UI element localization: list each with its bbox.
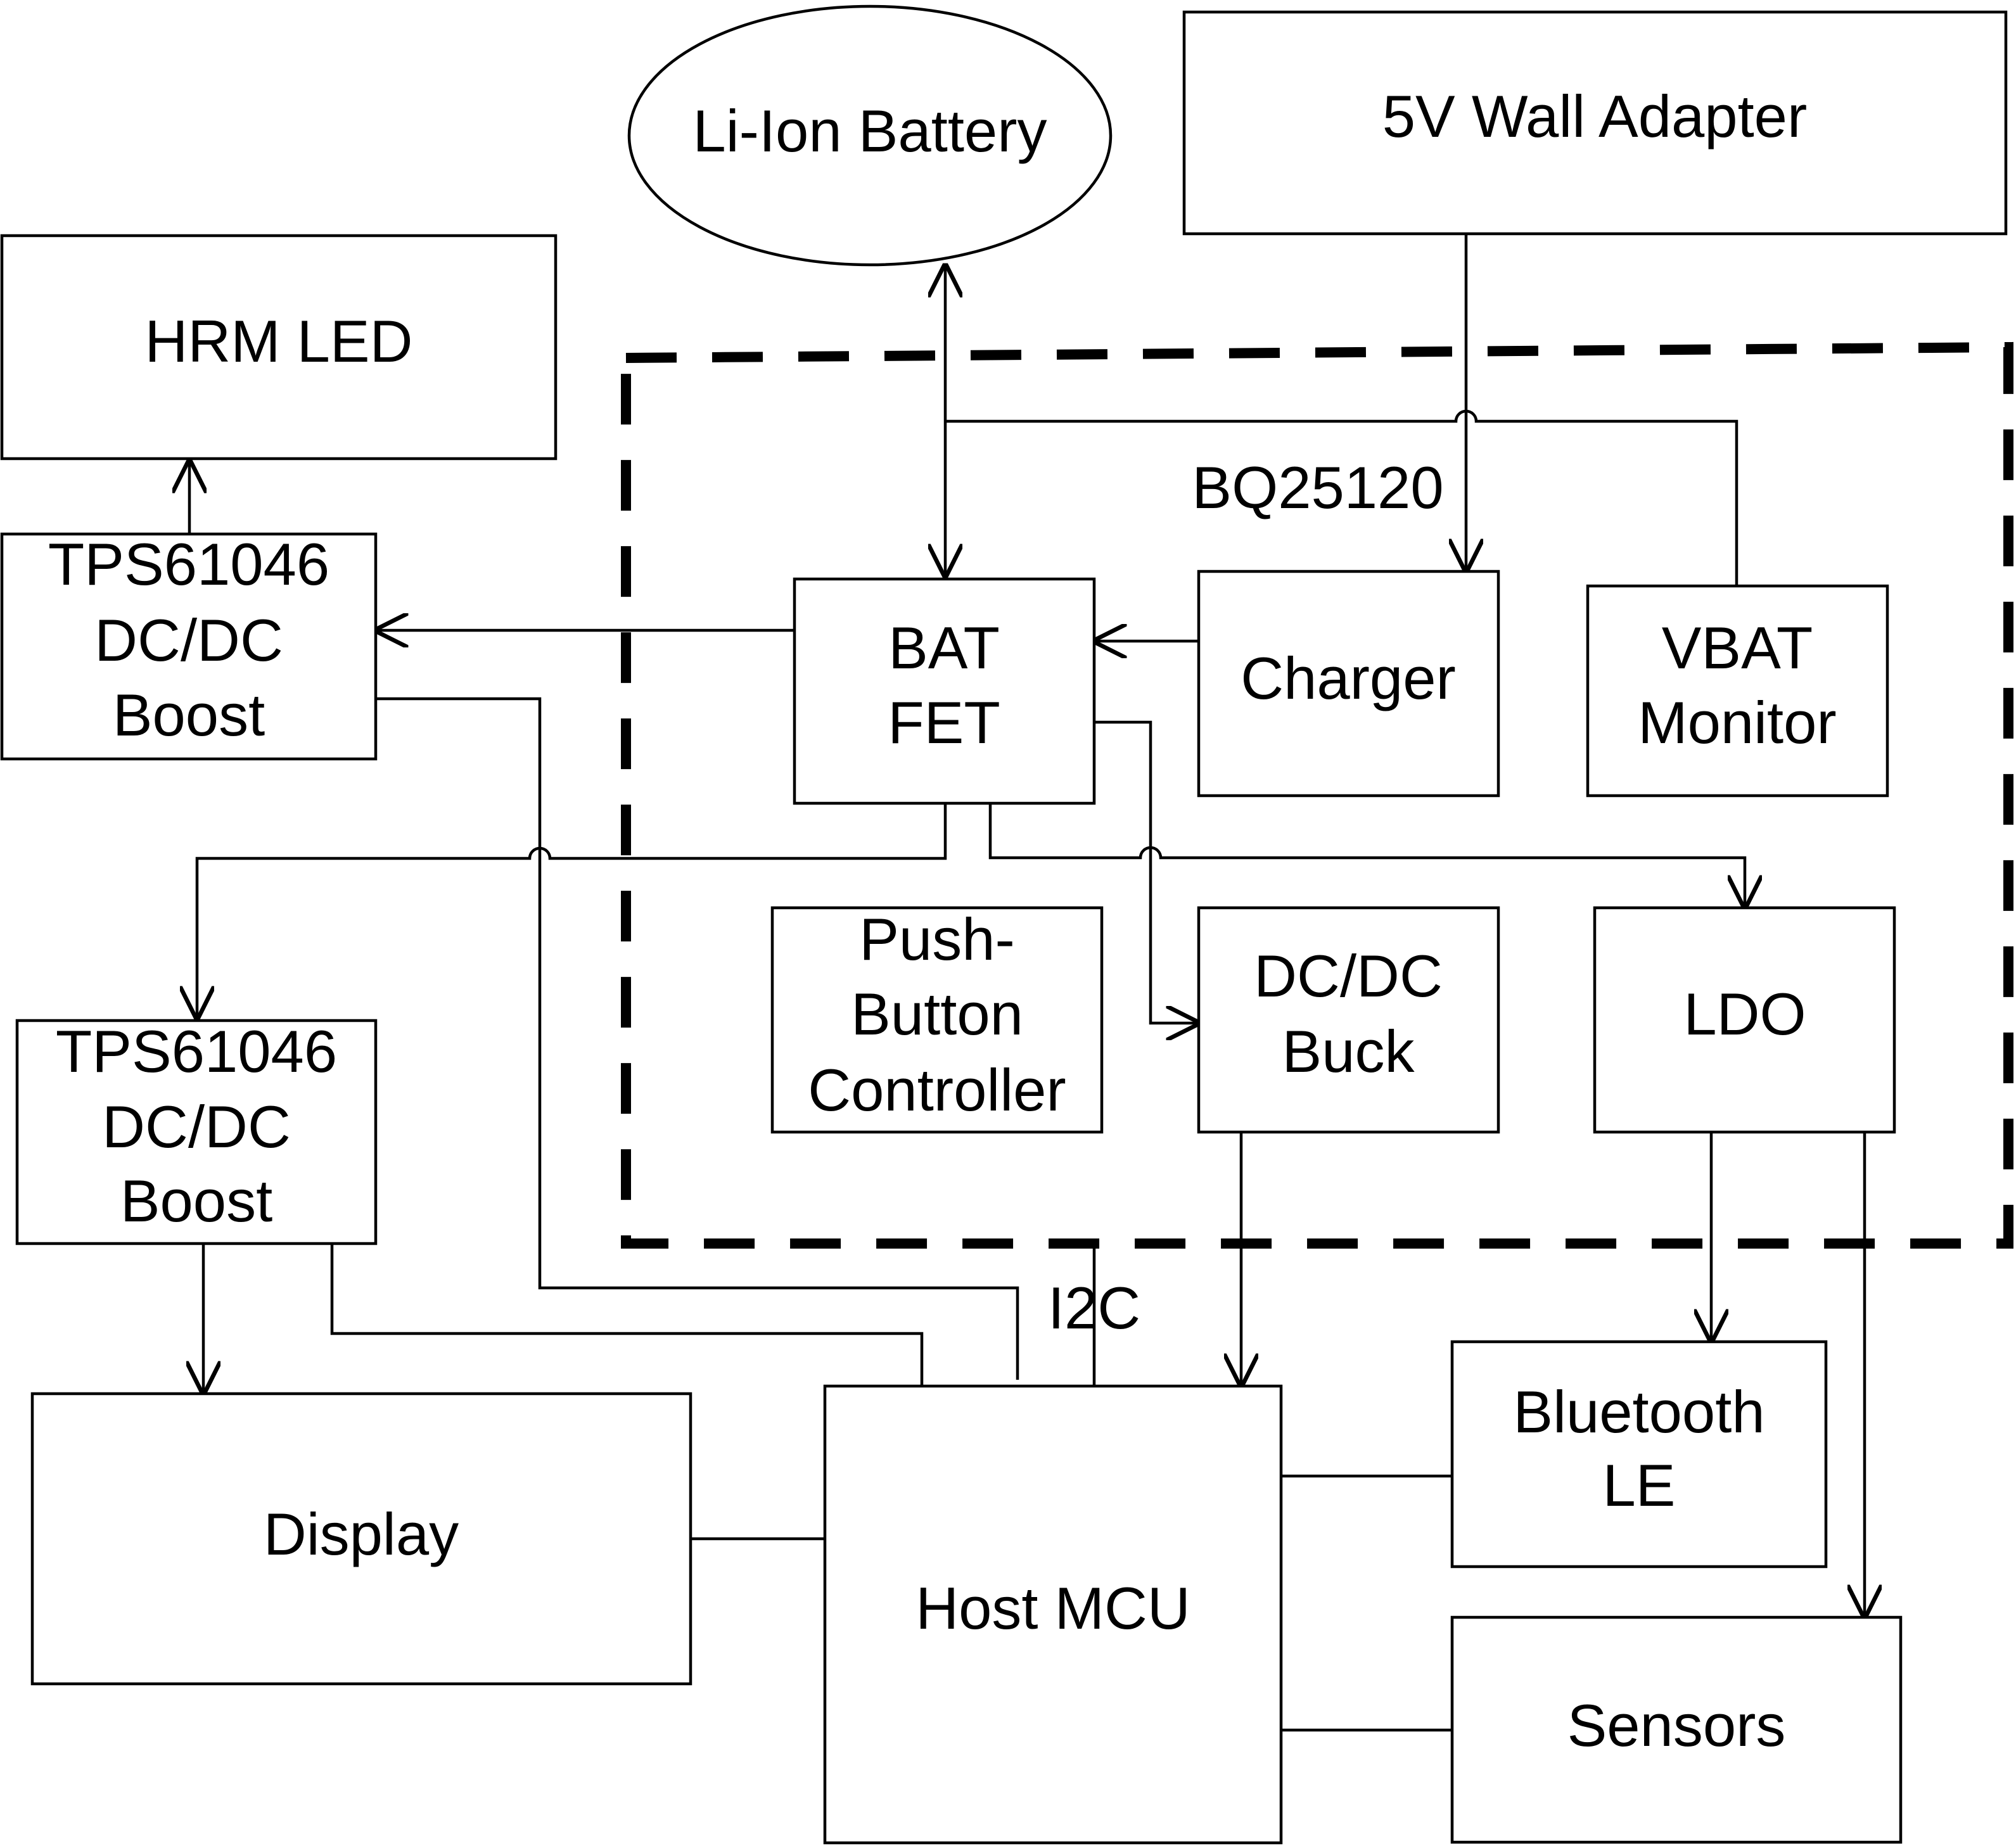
host-mcu-label: Host MCU	[915, 1575, 1190, 1641]
boost-top-block: TPS61046 DC/DC Boost	[0, 531, 378, 761]
sensors-block: Sensors	[1450, 1615, 1903, 1844]
i2c-label: I2C	[1048, 1275, 1140, 1341]
charger-block: Charger	[1197, 570, 1500, 798]
host-mcu-block: Host MCU	[823, 1384, 1283, 1845]
boost-bottom-label-1: TPS61046	[56, 1018, 337, 1085]
bat-fet-label-2: FET	[888, 689, 1000, 756]
boost-top-label-1: TPS61046	[48, 531, 329, 597]
hrm-led-block: HRM LED	[0, 234, 558, 461]
display-label: Display	[264, 1501, 459, 1567]
ldo-label: LDO	[1683, 981, 1806, 1047]
bq25120-label: BQ25120	[1192, 454, 1443, 521]
bluetooth-label-2: LE	[1603, 1452, 1676, 1518]
wire-boost-bottom-mcu	[330, 1244, 924, 1386]
dcdc-buck-label-2: Buck	[1282, 1018, 1415, 1085]
push-button-block: Push- Button Controller	[770, 906, 1104, 1134]
boost-bottom-label-3: Boost	[120, 1168, 272, 1234]
dcdc-buck-label-1: DC/DC	[1254, 943, 1443, 1009]
push-button-label-3: Controller	[808, 1057, 1066, 1123]
bq25120-boundary	[621, 341, 2013, 1249]
wire-batfet-ldo	[988, 803, 1745, 908]
boost-top-label-2: DC/DC	[94, 607, 283, 673]
charger-label: Charger	[1241, 645, 1456, 711]
hrm-led-label: HRM LED	[144, 308, 412, 374]
push-button-label-1: Push-	[859, 906, 1015, 972]
boost-bottom-label-2: DC/DC	[102, 1093, 291, 1160]
li-ion-battery-label: Li-Ion Battery	[692, 98, 1047, 164]
push-button-label-2: Button	[851, 981, 1023, 1047]
wall-adapter-block: 5V Wall Adapter	[1182, 10, 2008, 236]
wire-batfet-buck	[1094, 720, 1199, 1023]
display-block: Display	[30, 1392, 692, 1686]
boost-bottom-block: TPS61046 DC/DC Boost	[15, 1018, 378, 1245]
sensors-label: Sensors	[1567, 1692, 1786, 1759]
vbat-monitor-label-1: VBAT	[1662, 614, 1813, 681]
ldo-block: LDO	[1593, 906, 1896, 1134]
bluetooth-le-block: Bluetooth LE	[1450, 1340, 1828, 1569]
vbat-monitor-label-2: Monitor	[1638, 689, 1836, 756]
bat-fet-label-1: BAT	[888, 614, 1000, 681]
boost-top-label-3: Boost	[113, 682, 265, 748]
wall-adapter-label: 5V Wall Adapter	[1382, 83, 1808, 150]
bat-fet-block: BAT FET	[793, 577, 1096, 805]
wire-batfet-boost-bottom	[197, 803, 947, 1019]
dcdc-buck-block: DC/DC Buck	[1197, 906, 1500, 1134]
wire-boost-top-mcu	[376, 697, 1019, 1380]
vbat-monitor-block: VBAT Monitor	[1586, 584, 1889, 798]
bluetooth-label-1: Bluetooth	[1513, 1378, 1764, 1445]
li-ion-battery-block: Li-Ion Battery	[627, 4, 1113, 267]
